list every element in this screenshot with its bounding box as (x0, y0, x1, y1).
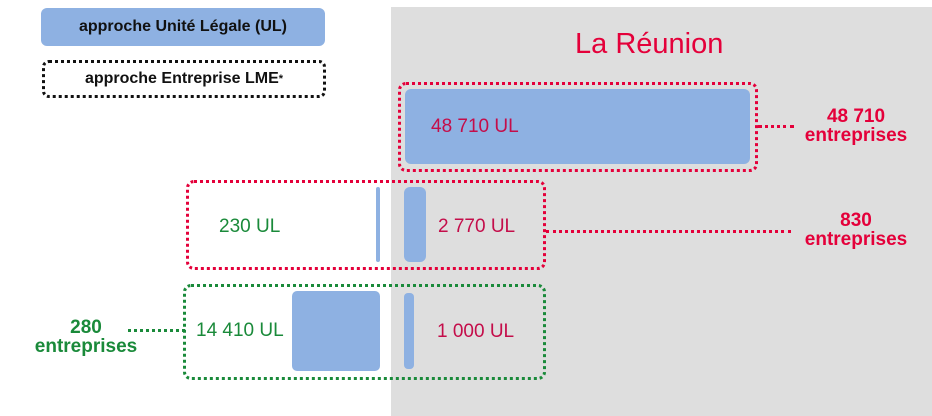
enterprises-count-row2: 830 (840, 210, 872, 231)
ul-value-row1: 48 710 UL (431, 116, 519, 137)
region-title: La Réunion (575, 28, 724, 60)
enterprises-count-row3: 280 (70, 317, 102, 338)
enterprises-row3: 280 entreprises (16, 318, 156, 356)
ul-bar-row1 (405, 89, 750, 164)
legend-lme-asterisk: * (278, 73, 284, 85)
lme-box-row1 (398, 82, 758, 172)
lme-box-row3 (183, 284, 546, 380)
ul-value-left-row3: 14 410 UL (196, 320, 284, 341)
leader-line-row3 (128, 329, 185, 332)
ul-value-right-row2: 2 770 UL (438, 216, 516, 237)
ul-bar-right-row2 (404, 187, 426, 262)
ul-bar-left-row3 (292, 291, 380, 371)
ul-value-right-row3: 1 000 UL (437, 321, 515, 342)
enterprises-label-row3: entreprises (34, 336, 138, 357)
leader-line-row1 (758, 125, 794, 128)
ul-bar-left-row2 (376, 187, 380, 262)
legend-ul: approche Unité Légale (UL) (41, 8, 325, 46)
leader-line-row2 (546, 230, 791, 233)
enterprises-label-row1: entreprises (804, 125, 908, 146)
enterprises-count-row1: 48 710 (826, 106, 886, 127)
ul-bar-right-row3 (404, 293, 414, 369)
ul-value-left-row2: 230 UL (219, 216, 281, 237)
enterprises-row1: 48 710 entreprises (786, 107, 926, 145)
legend-ul-label: approche Unité Légale (UL) (78, 18, 288, 35)
enterprises-label-row2: entreprises (804, 229, 908, 250)
region-background (391, 7, 932, 416)
legend-lme: approche Entreprise LME* (42, 60, 326, 98)
enterprises-row2: 830 entreprises (786, 211, 926, 249)
legend-lme-label: approche Entreprise LME (84, 70, 279, 87)
lme-box-row2 (186, 180, 546, 270)
